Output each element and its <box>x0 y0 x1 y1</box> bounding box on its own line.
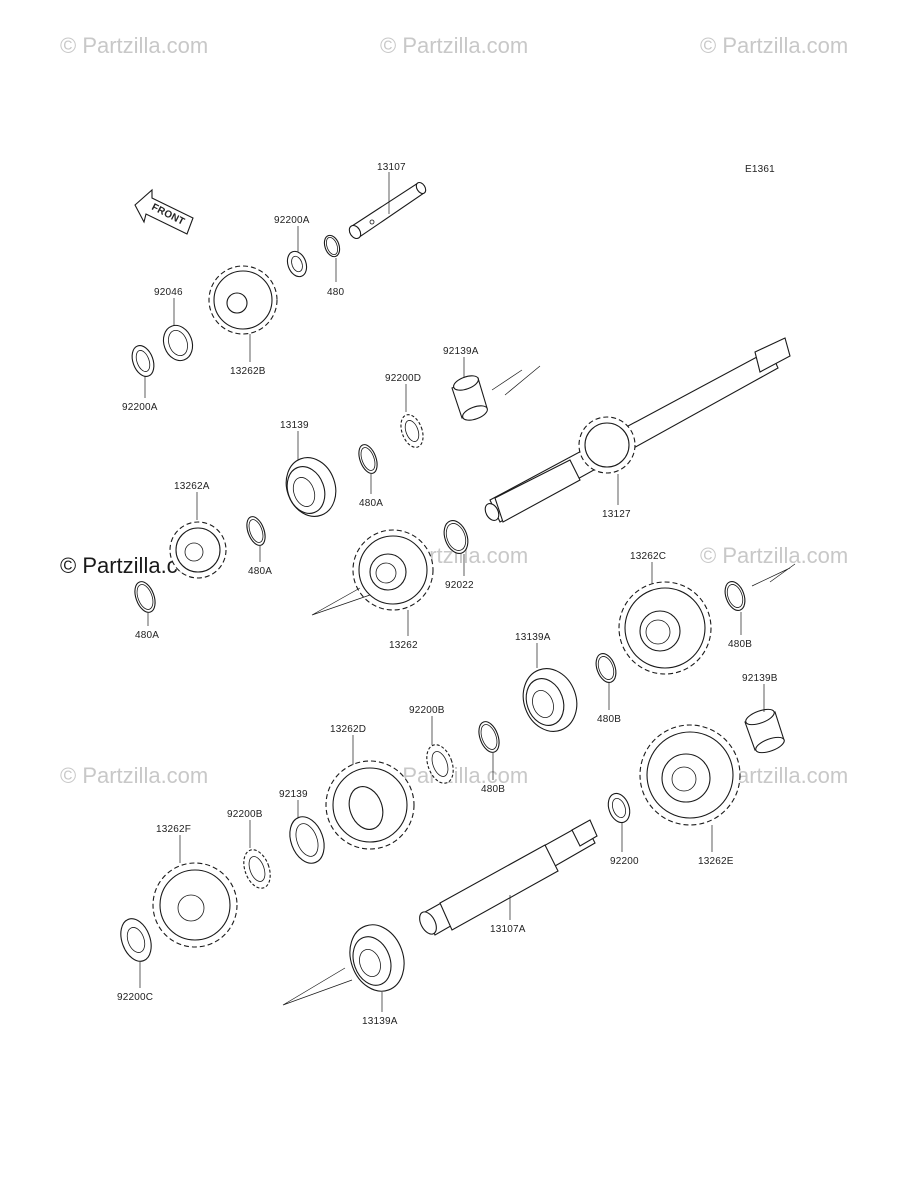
washer-92200A-left <box>131 345 155 377</box>
label-92200B-left[interactable]: 92200B <box>227 809 263 820</box>
label-13262F[interactable]: 13262F <box>156 824 191 835</box>
label-13262A[interactable]: 13262A <box>174 481 210 492</box>
bushing-92139A <box>451 375 488 421</box>
label-480B-low[interactable]: 480B <box>481 784 505 795</box>
label-92139B[interactable]: 92139B <box>742 673 778 684</box>
label-92200A-left[interactable]: 92200A <box>122 402 158 413</box>
sleeve-13139A-mid <box>522 668 578 732</box>
front-arrow-icon: FRONT <box>134 188 194 235</box>
label-13262D[interactable]: 13262D <box>330 724 366 735</box>
sleeve-13139A-low <box>349 924 405 992</box>
circlip-480B-low <box>478 721 500 753</box>
washer-92200C <box>120 918 152 962</box>
washer-92200D <box>400 414 424 448</box>
label-92139A[interactable]: 92139A <box>443 346 479 357</box>
gear-13262E <box>639 724 741 826</box>
label-480B-right[interactable]: 480B <box>728 639 752 650</box>
label-13262[interactable]: 13262 <box>389 640 418 651</box>
label-13262C[interactable]: 13262C <box>630 551 666 562</box>
gear-13262D <box>325 760 415 850</box>
label-480B-mid[interactable]: 480B <box>597 714 621 725</box>
sleeve-13139 <box>285 457 337 517</box>
watermark-text: © Partzilla.com <box>60 33 208 58</box>
circlip-480B-mid <box>595 653 617 683</box>
label-13139[interactable]: 13139 <box>280 420 309 431</box>
diagram-code: E1361 <box>745 164 775 175</box>
watermark-text: © Partzilla.com <box>700 543 848 568</box>
label-480A-small[interactable]: 480A <box>248 566 272 577</box>
label-13127[interactable]: 13127 <box>602 509 631 520</box>
label-13262E[interactable]: 13262E <box>698 856 734 867</box>
label-92200A-top[interactable]: 92200A <box>274 215 310 226</box>
shaft-13127 <box>484 337 791 523</box>
bearing-92046 <box>162 324 194 362</box>
label-92200[interactable]: 92200 <box>610 856 639 867</box>
watermark-text: © Partzilla.com <box>380 33 528 58</box>
part-labels: 13107 92200A 480 92046 13262B 92200A 921… <box>117 162 778 1027</box>
watermark-text: © Partzilla.com <box>60 763 208 788</box>
label-13139A-low[interactable]: 13139A <box>362 1016 398 1027</box>
circlip-480A-small <box>246 516 266 546</box>
label-92200D[interactable]: 92200D <box>385 373 421 384</box>
label-480A-left[interactable]: 480A <box>135 630 159 641</box>
bearing-92139 <box>289 816 325 864</box>
label-92200C[interactable]: 92200C <box>117 992 153 1003</box>
gear-13262 <box>352 529 434 611</box>
shaft-13107 <box>348 181 427 240</box>
circlip-480B-right <box>724 581 746 611</box>
label-480A-mid[interactable]: 480A <box>359 498 383 509</box>
label-92022[interactable]: 92022 <box>445 580 474 591</box>
label-13139A-mid[interactable]: 13139A <box>515 632 551 643</box>
label-13107[interactable]: 13107 <box>377 162 406 173</box>
washer-92200B-left <box>243 849 271 889</box>
watermark-group: © Partzilla.com © Partzilla.com © Partzi… <box>60 33 848 788</box>
label-92139[interactable]: 92139 <box>279 789 308 800</box>
gear-13262A <box>169 521 227 579</box>
washer-92022 <box>443 520 469 554</box>
label-13262B[interactable]: 13262B <box>230 366 266 377</box>
watermark-text: © Partzilla.com <box>700 33 848 58</box>
bushing-92139B <box>744 708 785 754</box>
washer-92200B-mid <box>426 744 454 784</box>
label-480-top[interactable]: 480 <box>327 287 345 298</box>
circlip-480-top <box>323 234 341 258</box>
washer-92200A-top <box>286 250 308 278</box>
washer-92200 <box>607 792 631 824</box>
circlip-480A-mid <box>358 444 378 474</box>
label-92200B-mid[interactable]: 92200B <box>409 705 445 716</box>
label-92046[interactable]: 92046 <box>154 287 183 298</box>
label-13107A[interactable]: 13107A <box>490 924 526 935</box>
circlip-480A-left <box>134 581 156 613</box>
gear-13262F <box>152 862 238 948</box>
gear-13262B <box>208 265 278 335</box>
leader-lines <box>139 172 765 1012</box>
shaft-13107A <box>419 819 598 936</box>
gear-13262C <box>618 581 712 675</box>
